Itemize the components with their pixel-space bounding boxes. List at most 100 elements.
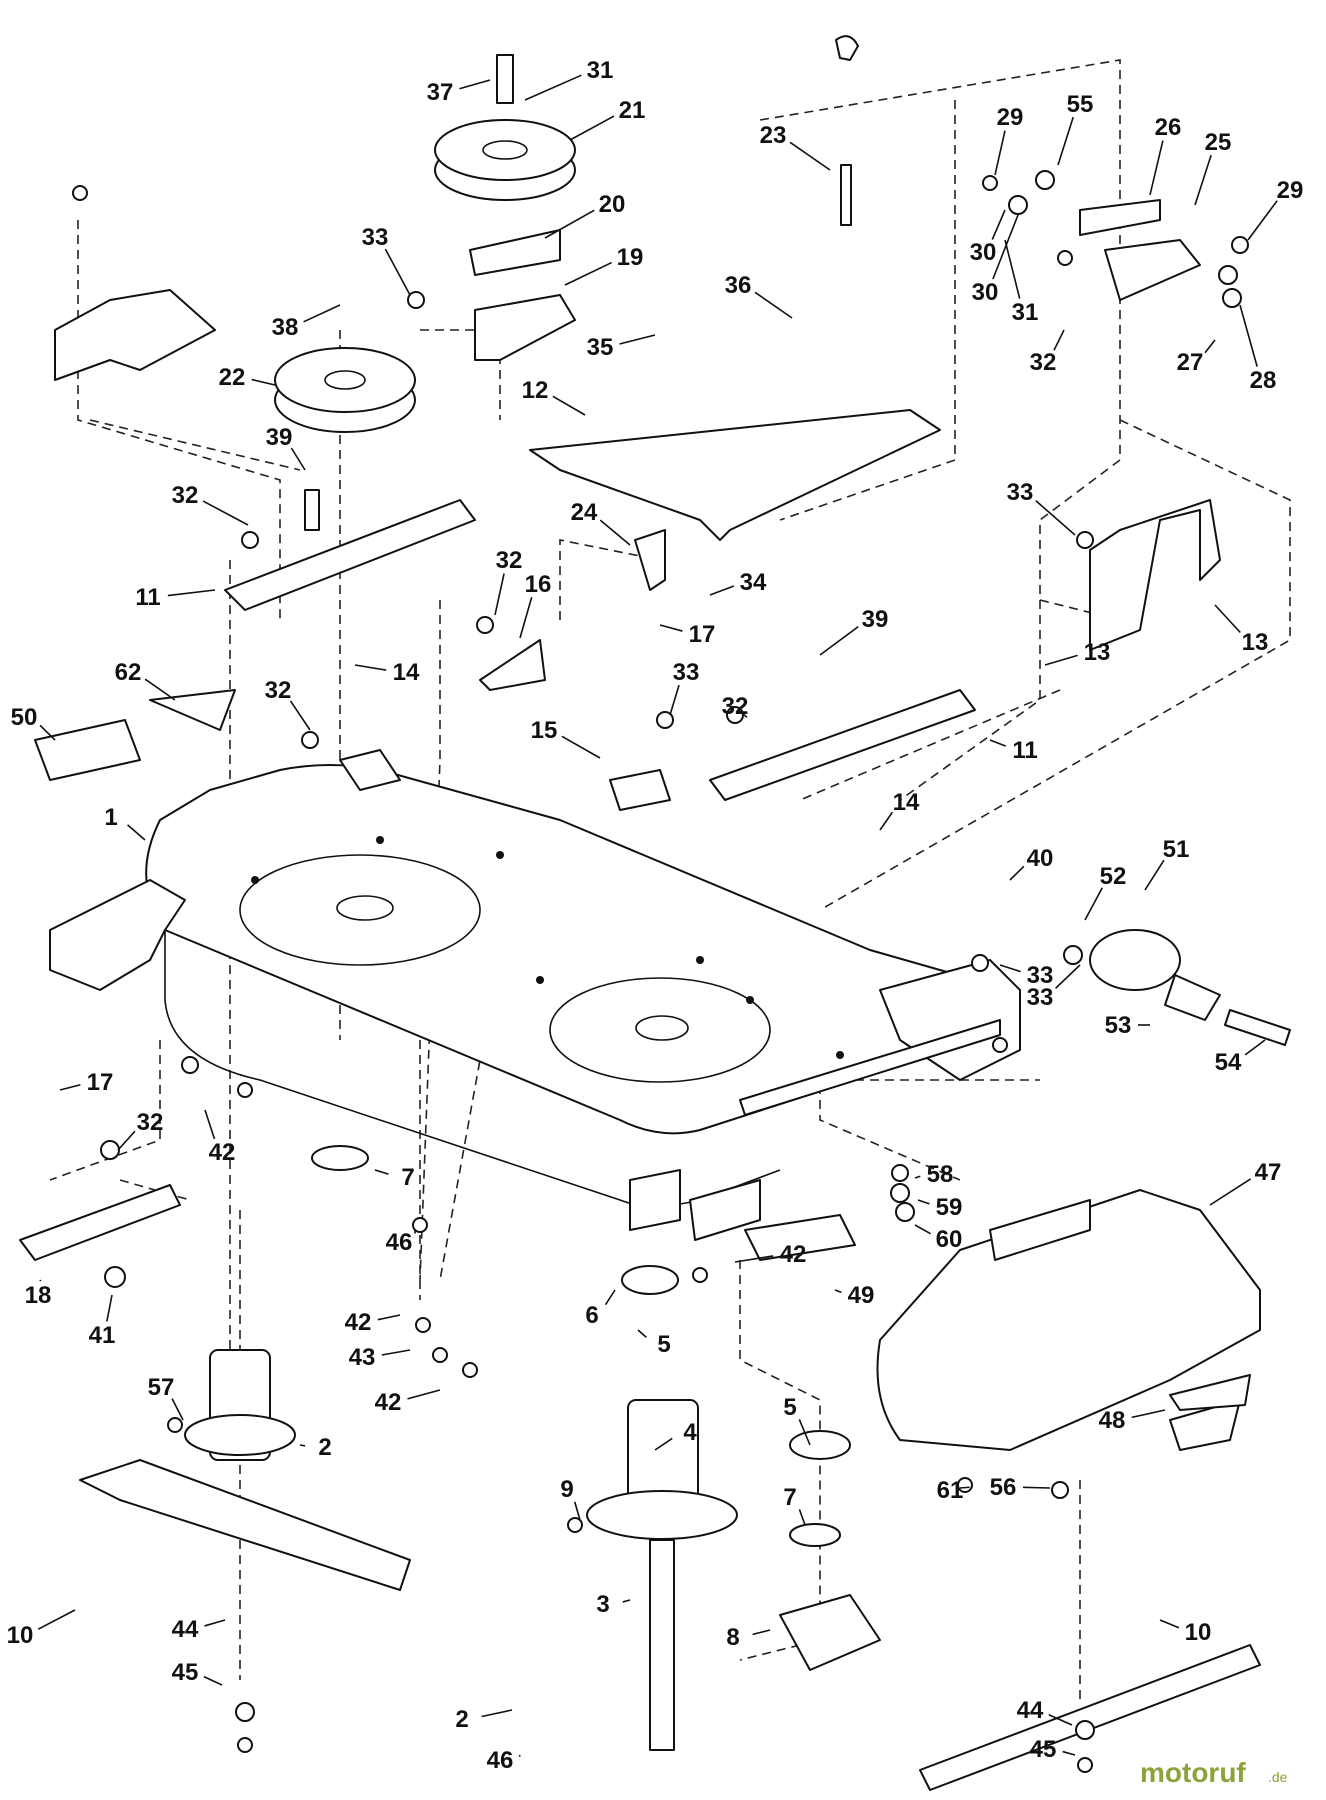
leader-line (144, 678, 176, 701)
callout-39: 39 (862, 606, 889, 633)
leader-line (354, 664, 387, 671)
leader-line (1214, 604, 1241, 634)
callout-52: 52 (1100, 863, 1127, 890)
decal-48 (1169, 1374, 1251, 1411)
leader-line (384, 248, 411, 296)
leader-line (204, 1619, 226, 1627)
leader-line (1209, 1178, 1252, 1206)
callout-34: 34 (740, 569, 767, 596)
leader-line (1022, 1486, 1051, 1489)
leader-line (1053, 329, 1065, 351)
callout-2: 2 (455, 1706, 468, 1733)
callout-29: 29 (1277, 177, 1304, 204)
callout-43: 43 (349, 1344, 376, 1371)
callout-11: 11 (135, 584, 160, 611)
leader-line (171, 1398, 184, 1421)
leader-line (552, 395, 586, 416)
leader-line (1131, 1409, 1166, 1419)
callout-1: 1 (104, 804, 117, 831)
callout-25: 25 (1205, 129, 1232, 156)
leader-line (709, 585, 735, 596)
callout-9: 9 (560, 1476, 573, 1503)
callout-leader-lines (37, 74, 1278, 1757)
leader-line (39, 1279, 42, 1282)
leader-line (524, 74, 582, 101)
discharge-chute (876, 1189, 1261, 1451)
callout-33: 33 (362, 224, 389, 251)
callout-16: 16 (525, 571, 552, 598)
callout-50: 50 (11, 704, 38, 731)
callout-27: 27 (1177, 349, 1204, 376)
leader-line (251, 378, 276, 386)
leader-line (734, 1255, 774, 1263)
callout-42: 42 (345, 1309, 372, 1336)
callout-45: 45 (172, 1659, 199, 1686)
leader-line (1149, 140, 1164, 196)
callout-32: 32 (722, 693, 749, 720)
callout-45: 45 (1030, 1736, 1057, 1763)
leader-line (1062, 1750, 1076, 1756)
callout-32: 32 (496, 547, 523, 574)
leader-line (544, 209, 595, 239)
leader-line (494, 573, 505, 616)
callout-29: 29 (997, 104, 1024, 131)
leader-line (1009, 865, 1025, 881)
leader-line (117, 1130, 136, 1151)
leader-line (834, 1289, 842, 1294)
callout-46: 46 (487, 1747, 514, 1774)
leader-line (564, 261, 612, 286)
callout-33: 33 (1027, 984, 1054, 1011)
watermark-brand: motoruf (1140, 1757, 1246, 1788)
callout-35: 35 (587, 334, 614, 361)
leader-line (1204, 339, 1216, 354)
callout-31: 31 (1012, 299, 1039, 326)
leader-line (999, 964, 1021, 973)
callout-42: 42 (209, 1139, 236, 1166)
callout-33: 33 (1007, 479, 1034, 506)
callout-40: 40 (1027, 845, 1054, 872)
leader-line (622, 1599, 631, 1603)
callout-37: 37 (427, 79, 454, 106)
leader-line (202, 500, 249, 526)
callout-55: 55 (1067, 91, 1094, 118)
leader-line (299, 1444, 306, 1447)
leader-line (1048, 1713, 1073, 1726)
leader-line (669, 684, 680, 716)
leader-line (798, 1509, 806, 1526)
callout-33: 33 (673, 659, 700, 686)
callout-14: 14 (893, 789, 920, 816)
callout-5: 5 (657, 1331, 670, 1358)
leader-line (619, 334, 656, 345)
leader-line (914, 1224, 931, 1235)
callout-14: 14 (393, 659, 420, 686)
leader-line (1244, 1039, 1266, 1056)
callout-44: 44 (1017, 1697, 1044, 1724)
leader-line (819, 626, 859, 656)
leader-line (879, 811, 894, 831)
callout-18: 18 (25, 1282, 52, 1309)
callout-32: 32 (265, 677, 292, 704)
callout-57: 57 (148, 1374, 175, 1401)
callout-5: 5 (783, 1394, 796, 1421)
leader-line (1194, 154, 1212, 206)
callout-28: 28 (1250, 367, 1277, 394)
leader-line (106, 1294, 113, 1322)
leader-line (917, 1199, 930, 1205)
callout-42: 42 (375, 1389, 402, 1416)
assembly-guide-lines (49, 59, 1291, 1700)
leader-line (204, 1109, 216, 1140)
leader-line (992, 214, 1019, 280)
leader-line (989, 739, 1007, 747)
leader-line (599, 519, 631, 546)
callout-17: 17 (87, 1069, 114, 1096)
leader-line (1144, 859, 1165, 891)
leader-line (459, 79, 491, 90)
callout-58: 58 (927, 1161, 954, 1188)
callout-30: 30 (972, 279, 999, 306)
leader-line (991, 209, 1006, 240)
leader-line (1084, 887, 1103, 921)
leader-line (518, 1754, 521, 1757)
leader-line (203, 1675, 223, 1686)
callout-7: 7 (783, 1484, 796, 1511)
